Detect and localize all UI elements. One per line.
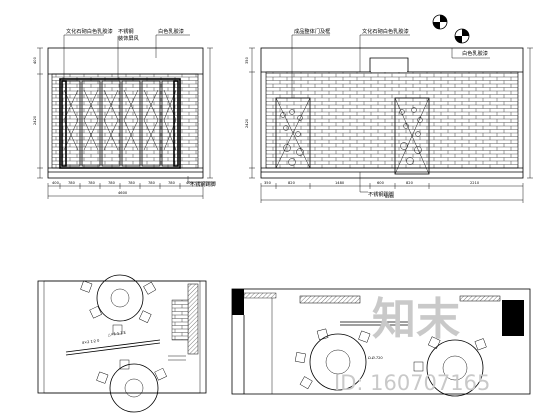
elevation-1-label-steel: 不锈钢: [118, 27, 134, 35]
decorative-screen: [59, 78, 181, 169]
svg-text:780: 780: [148, 181, 156, 185]
svg-text:780: 780: [168, 181, 176, 185]
elevation-1: 文化石砌白色乳胶漆 不锈钢 装饰屏风 白色乳胶漆 不锈钢踢脚 400 780 7…: [33, 27, 216, 199]
svg-text:780: 780: [128, 181, 136, 185]
svg-text:4×2 1∶2 0: 4×2 1∶2 0: [82, 338, 101, 345]
elevation-2-brick-wall: [265, 71, 519, 169]
elevation-1-label-screen: 装饰屏风: [118, 34, 140, 42]
plan-2-round-table-2: [426, 339, 484, 397]
plan-1-round-table-1: [96, 274, 144, 322]
elevation-2-label-stone-wall: 文化石砌白色乳胶漆: [362, 27, 409, 35]
svg-text:△×1 1 1∶E: △×1 1 1∶E: [108, 330, 127, 337]
elevation-2: 成品整体门及框 文化石砌白色乳胶漆 白色乳胶漆 不锈钢踢脚 350 820 14…: [245, 14, 533, 203]
plan-2-column-left: [232, 289, 244, 315]
plan-1-round-table-2: [109, 363, 159, 413]
svg-text:350: 350: [264, 181, 272, 185]
elevation-2-dimensions: 350 820 1480 600 820 2210 6280 350 2420: [245, 47, 533, 203]
plan-1-chairs: [80, 280, 157, 335]
svg-text:2420: 2420: [245, 118, 249, 128]
watermark-id: ID: 160707165: [334, 371, 490, 395]
svg-text:820: 820: [406, 181, 414, 185]
elevation-2-label-door: 成品整体门及框: [294, 27, 330, 35]
svg-text:4600: 4600: [118, 191, 128, 195]
plan-2: Ω.Ø.720: [231, 288, 531, 397]
svg-text:780: 780: [68, 181, 76, 185]
svg-text:350: 350: [245, 56, 249, 64]
svg-text:820: 820: [288, 181, 296, 185]
svg-text:6280: 6280: [385, 195, 395, 199]
svg-text:400: 400: [52, 181, 60, 185]
elevation-1-wall-outline: [47, 47, 204, 179]
watermark-logo: 知末: [372, 294, 460, 345]
svg-text:Ω.Ø.720: Ω.Ø.720: [368, 355, 383, 360]
elevation-1-dimensions: 400 780 780 780 780 780 780 400 4600 400…: [33, 47, 213, 199]
elevation-2-label-latex-paint: 白色乳胶漆: [462, 49, 488, 57]
svg-text:780: 780: [108, 181, 116, 185]
svg-text:1480: 1480: [335, 181, 345, 185]
elevation-2-label-skirting: 不锈钢踢脚: [368, 190, 394, 198]
elevation-1-brick-wall: [51, 73, 199, 169]
elevation-2-right-panel: [394, 97, 430, 175]
elevation-1-label-stone-wall: 文化石砌白色乳胶漆: [66, 27, 113, 35]
elevation-2-wall-outline: [260, 47, 524, 179]
svg-text:400: 400: [186, 181, 194, 185]
plan-2-round-table-1: [309, 333, 367, 391]
svg-text:2210: 2210: [470, 181, 480, 185]
svg-text:600: 600: [377, 181, 385, 185]
watermark: 知末 ID: 160707165: [334, 294, 490, 395]
plan-2-column-right: [502, 300, 524, 336]
plan-1-wall-hatch: [187, 283, 199, 355]
plan-1: 4×2 1∶2 0 △×1 1 1∶E: [37, 274, 207, 413]
elevation-2-left-panel: [275, 97, 311, 169]
elevation-1-label-latex-paint: 白色乳胶漆: [158, 27, 184, 35]
svg-text:400: 400: [33, 56, 37, 64]
svg-text:2420: 2420: [33, 115, 37, 125]
svg-text:780: 780: [88, 181, 96, 185]
